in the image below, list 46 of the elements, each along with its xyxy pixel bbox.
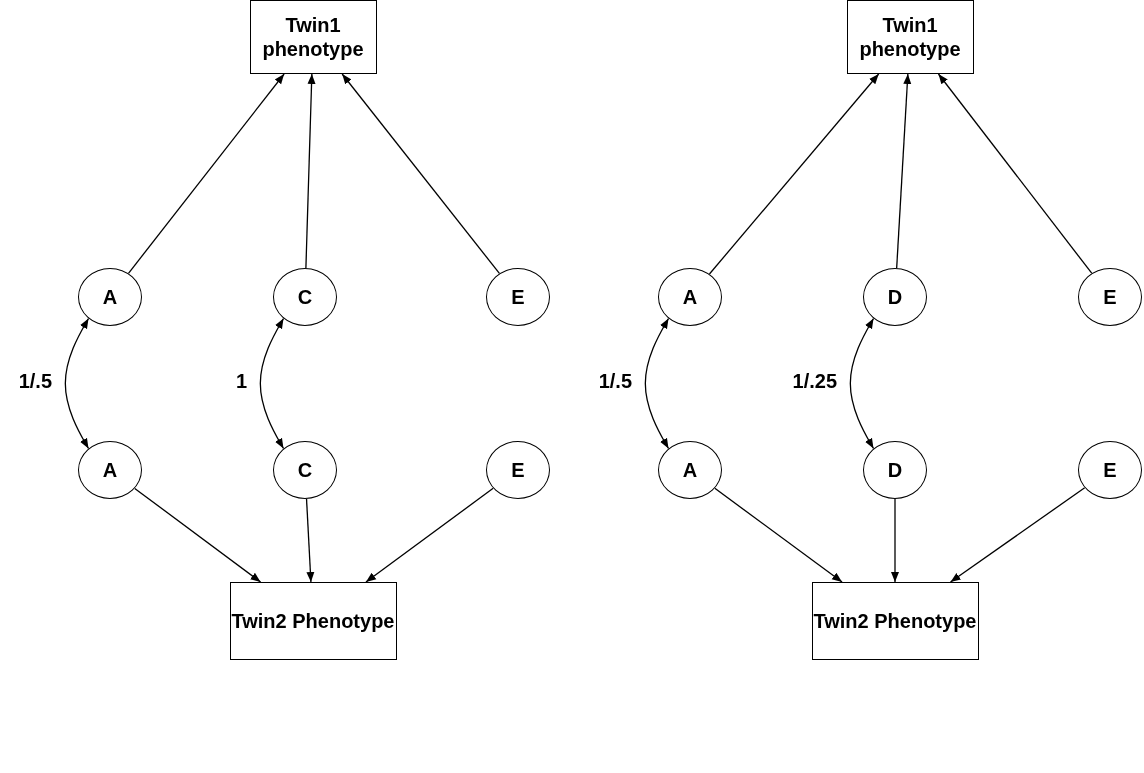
arrow: [896, 73, 912, 269]
node-label: A: [682, 285, 698, 309]
phenotype-box: [249, 0, 377, 74]
arrow: [305, 73, 316, 269]
node-label: Twin2 Phenotype: [231, 609, 395, 633]
node-label: E: [1103, 285, 1117, 309]
phenotype-box: [229, 582, 397, 660]
phenotype-box: [846, 0, 974, 74]
arrow: [365, 487, 494, 583]
node-label: A: [682, 458, 698, 482]
arrow: [714, 487, 843, 583]
factor-circle: [658, 268, 722, 326]
node-label: E: [511, 458, 525, 482]
arrow: [891, 498, 899, 583]
arrow: [708, 73, 880, 275]
arrow: [937, 73, 1093, 274]
arrow: [134, 487, 262, 583]
node-label: E: [1103, 458, 1117, 482]
arrow: [259, 317, 285, 450]
factor-circle: [486, 441, 550, 499]
node-label: Twin2 Phenotype: [813, 609, 977, 633]
node-label: C: [297, 458, 313, 482]
node-label: Twin1 phenotype: [261, 13, 365, 61]
factor-circle: [863, 441, 927, 499]
arrow: [305, 498, 315, 583]
arrow: [341, 73, 501, 275]
node-label: Twin1 phenotype: [858, 13, 962, 61]
node-label: D: [887, 458, 903, 482]
node-label: D: [887, 285, 903, 309]
node-label: E: [511, 285, 525, 309]
arrow: [127, 73, 285, 274]
factor-circle: [78, 441, 142, 499]
arrow: [949, 487, 1086, 583]
phenotype-box: [811, 582, 979, 660]
factor-circle: [863, 268, 927, 326]
arrow: [849, 317, 875, 450]
factor-circle: [273, 441, 337, 499]
factor-circle: [273, 268, 337, 326]
node-label: A: [102, 458, 118, 482]
factor-circle: [1078, 441, 1142, 499]
factor-circle: [658, 441, 722, 499]
node-label: A: [102, 285, 118, 309]
arrow: [64, 317, 90, 450]
arrow: [644, 317, 670, 450]
node-label: C: [297, 285, 313, 309]
factor-circle: [78, 268, 142, 326]
